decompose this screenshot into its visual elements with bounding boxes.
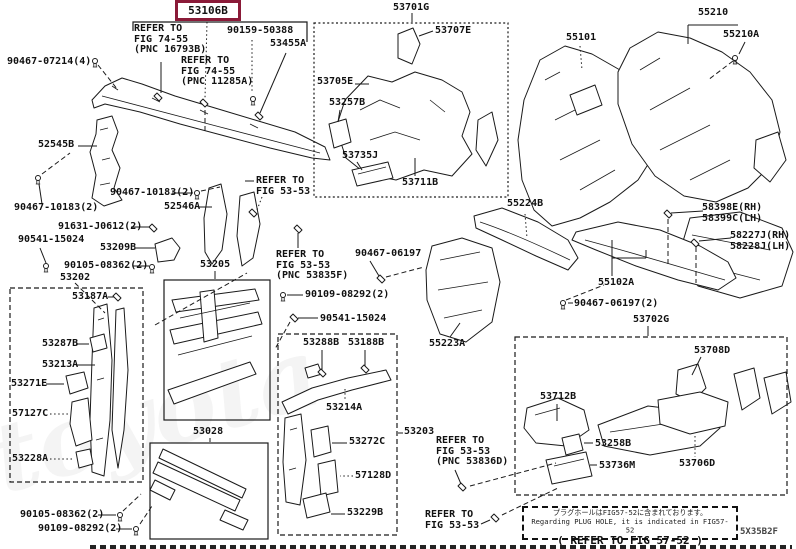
part-label-53735J[interactable]: 53735J: [342, 150, 379, 161]
part-label-53272C[interactable]: 53272C: [349, 436, 386, 447]
part-label-52546A[interactable]: 52546A: [164, 201, 201, 212]
part-label-90159-50388[interactable]: 90159-50388: [227, 25, 294, 36]
note-line-english: Regarding PLUG HOLE, it is indicated in …: [531, 516, 729, 534]
figure-code: 5X35B2F: [740, 527, 778, 537]
part-label-53455A[interactable]: 53455A: [270, 38, 307, 49]
part-art-53214A-cowl: [281, 363, 392, 519]
part-label-91631-J0612[interactable]: 91631-J0612(2): [58, 221, 143, 232]
part-label-90541-15024-c[interactable]: 90541-15024: [320, 313, 387, 324]
part-label-53271E[interactable]: 53271E: [11, 378, 48, 389]
part-label-90109-08292-b[interactable]: 90109-08292(2): [38, 523, 123, 534]
part-art-52545B: [89, 115, 123, 207]
highlighted-part-number: 53106B: [188, 4, 228, 17]
part-label-58228J[interactable]: 58228J(LH): [730, 241, 791, 252]
part-label-55210[interactable]: 55210: [698, 7, 729, 18]
part-label-57127C[interactable]: 57127C: [12, 408, 49, 419]
group-boxes: [9, 21, 788, 540]
note-refer-line: ( REFER TO FIG 57-52 ): [557, 533, 703, 547]
part-label-53702G[interactable]: 53702G: [633, 314, 670, 325]
part-label-53705E[interactable]: 53705E: [317, 76, 354, 87]
part-label-90109-08292-c[interactable]: 90109-08292(2): [305, 289, 390, 300]
note-box: プラグホールはFIG57-52に含まれております。 Regarding PLUG…: [522, 506, 738, 546]
part-label-53711B[interactable]: 53711B: [402, 177, 439, 188]
part-label-53701G[interactable]: 53701G: [393, 2, 430, 13]
note-line-japanese: プラグホールはFIG57-52に含まれております。: [552, 508, 708, 517]
part-label-53708D[interactable]: 53708D: [694, 345, 731, 356]
part-label-53229B[interactable]: 53229B: [347, 507, 384, 518]
part-label-57128D[interactable]: 57128D: [355, 470, 392, 481]
part-label-53736M[interactable]: 53736M: [599, 460, 636, 471]
part-label-90541-15024-l[interactable]: 90541-15024: [18, 234, 85, 245]
part-label-90467-10183-l[interactable]: 90467-10183(2): [14, 202, 99, 213]
part-label-55102A[interactable]: 55102A: [598, 277, 635, 288]
part-label-90467-10183-r[interactable]: 90467-10183(2): [110, 187, 195, 198]
part-label-58398E[interactable]: 58398E(RH): [702, 202, 763, 213]
part-label-58227J[interactable]: 58227J(RH): [730, 230, 791, 241]
part-label-53213A[interactable]: 53213A: [42, 359, 79, 370]
part-label-53287B[interactable]: 53287B: [42, 338, 79, 349]
part-label-53187A[interactable]: 53187A: [72, 291, 109, 302]
part-label-55210A[interactable]: 55210A: [723, 29, 760, 40]
part-label-58399C[interactable]: 58399C(LH): [702, 213, 763, 224]
part-label-53205[interactable]: 53205: [200, 259, 231, 270]
part-art-cowl-top-panel: [91, 77, 331, 161]
leader-lines-dotted: [50, 21, 696, 477]
part-art-55223A-panel: [425, 237, 501, 343]
part-label-55223A[interactable]: 55223A: [429, 338, 466, 349]
part-label-53202[interactable]: 53202: [60, 272, 91, 283]
part-label-53214A[interactable]: 53214A: [326, 402, 363, 413]
part-label-90105-08362-t[interactable]: 90105-08362(2): [64, 260, 149, 271]
part-label-55101[interactable]: 55101: [566, 32, 597, 43]
part-art-55102A-crossmember: [571, 211, 794, 299]
part-art-55224B-strip: [473, 207, 579, 271]
part-label-53288B[interactable]: 53288B: [303, 337, 340, 348]
part-art-53205-support: [167, 288, 263, 405]
leader-lines-dashed: [41, 60, 734, 525]
part-label-55224B[interactable]: 55224B: [507, 198, 544, 209]
part-label-53188B[interactable]: 53188B: [348, 337, 385, 348]
page-edge: [90, 545, 792, 549]
part-art-53702G-members: [523, 363, 792, 485]
leader-lines-solid: [38, 13, 746, 530]
part-art-53701G-apron: [328, 27, 499, 187]
part-label-53209B[interactable]: 53209B: [100, 242, 137, 253]
part-label-53258B[interactable]: 53258B: [595, 438, 632, 449]
part-label-53228A[interactable]: 53228A: [12, 453, 49, 464]
part-label-53203[interactable]: 53203: [404, 426, 435, 437]
part-label-53712B[interactable]: 53712B: [540, 391, 577, 402]
part-label-90467-06197-2[interactable]: 90467-06197(2): [574, 298, 659, 309]
part-art-53028-crossmembers: [149, 448, 249, 531]
part-label-90105-08362-b[interactable]: 90105-08362(2): [20, 509, 105, 520]
highlighted-part-badge[interactable]: 53106B: [175, 0, 241, 21]
part-label-53707E[interactable]: 53707E: [435, 25, 472, 36]
part-art-55210-insulator: [617, 31, 787, 203]
part-label-52545B[interactable]: 52545B: [38, 139, 75, 150]
part-art-52546A-rails: [154, 183, 261, 267]
part-label-90467-07214[interactable]: 90467-07214(4): [7, 56, 92, 67]
part-label-53257B[interactable]: 53257B: [329, 97, 366, 108]
part-label-90467-06197-c[interactable]: 90467-06197: [355, 248, 422, 259]
part-art-53187A-group: [65, 303, 129, 477]
part-label-53028[interactable]: 53028: [193, 426, 224, 437]
part-label-53706D[interactable]: 53706D: [679, 458, 716, 469]
